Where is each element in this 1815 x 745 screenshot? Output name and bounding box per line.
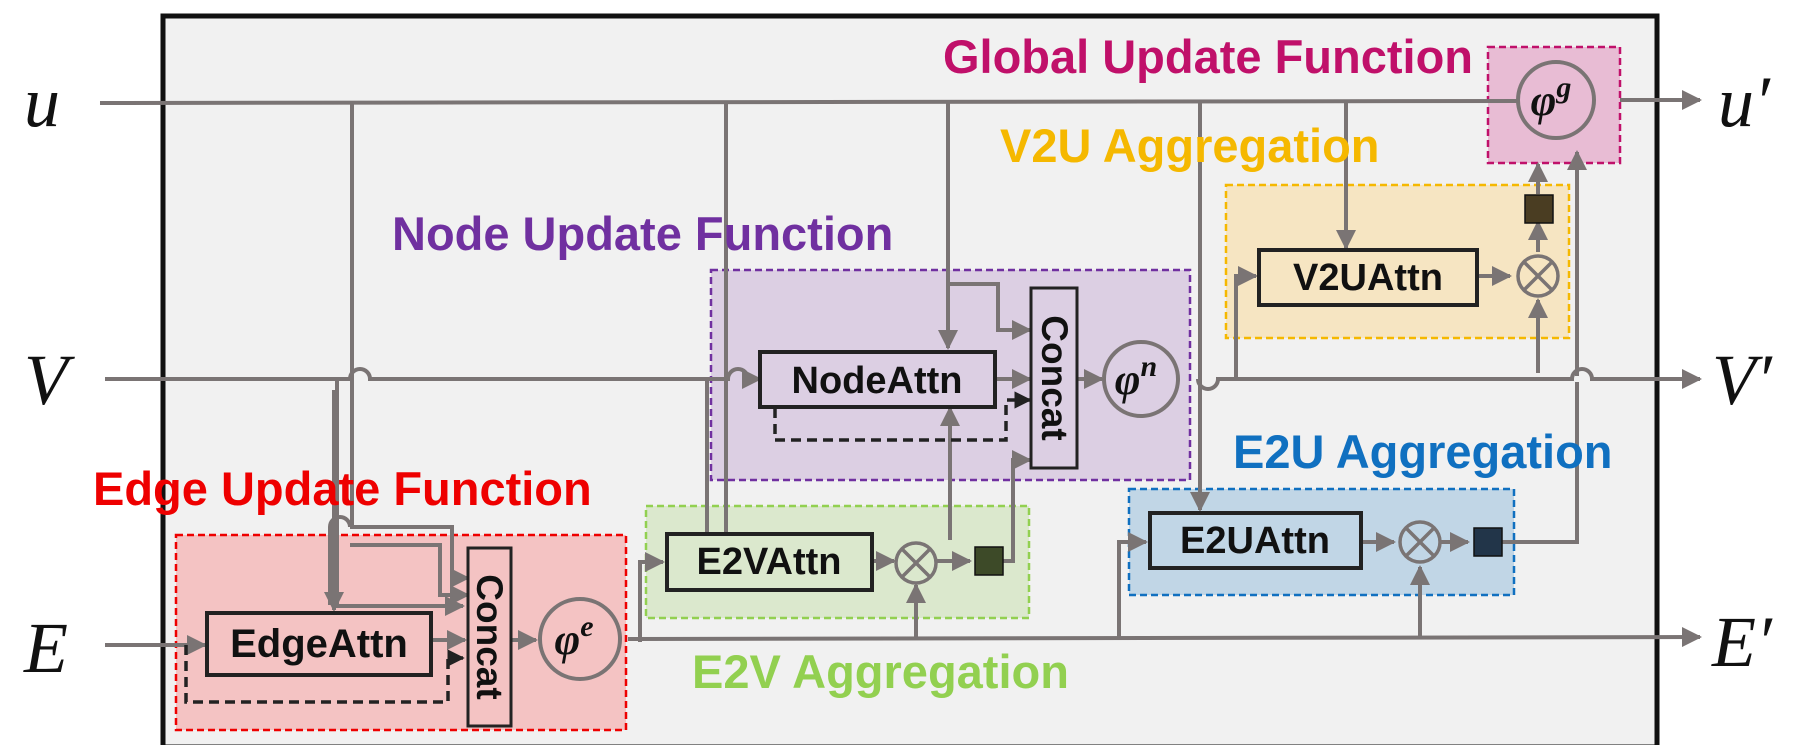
- output-e-label: E′: [1711, 602, 1773, 682]
- svg-text:φn: φn: [1115, 350, 1157, 404]
- phi-e-node: φe: [538, 597, 622, 681]
- e2v-attn-box: [665, 532, 874, 592]
- phi-g-node: φg: [1516, 60, 1596, 140]
- phi-e-sup: e: [580, 610, 593, 643]
- e2u-pool-square-icon: [1473, 527, 1503, 557]
- e2u-multiply-icon: [1398, 520, 1442, 564]
- e2v-multiply-icon: [894, 541, 938, 585]
- edge-concat-label: Concat: [469, 574, 510, 699]
- phi-n-base: φ: [1115, 355, 1141, 404]
- edge-attn-label: EdgeAttn: [230, 622, 408, 666]
- node-attn-box: [758, 350, 997, 409]
- svg-text:φe: φe: [554, 610, 593, 664]
- phi-g-sup: g: [1555, 71, 1571, 104]
- v2u-multiply-icon: [1516, 254, 1560, 298]
- phi-n-sup: n: [1141, 350, 1158, 383]
- connections: [99, 90, 1702, 655]
- e2v-pool-square-icon: [974, 546, 1004, 576]
- edge-update-title: Edge Update Function: [93, 462, 592, 515]
- e2u-aggregation-title: E2U Aggregation: [1233, 425, 1613, 478]
- svg-text:φg: φg: [1531, 71, 1572, 125]
- output-u-label: u′: [1718, 62, 1771, 142]
- global-update-title: Global Update Function: [943, 30, 1473, 83]
- e2v-attn-label: E2VAttn: [697, 541, 842, 583]
- e2u-attn-box: [1148, 511, 1363, 570]
- node-concat-box: [1029, 286, 1079, 470]
- input-v-label: V: [24, 340, 75, 420]
- input-u-label: u: [24, 62, 60, 142]
- node-attn-label: NodeAttn: [792, 360, 963, 402]
- edge-concat-box: [466, 546, 513, 728]
- phi-g-base: φ: [1531, 76, 1557, 125]
- node-concat-label: Concat: [1034, 315, 1075, 440]
- skip-connections: [184, 391, 1032, 704]
- phi-n-node: φn: [1102, 340, 1180, 418]
- edge-attn-box: [205, 611, 433, 677]
- v2u-attn-label: V2UAttn: [1293, 257, 1443, 299]
- output-v-label: V′: [1712, 340, 1773, 420]
- v2u-attn-box: [1257, 248, 1479, 307]
- e2u-attn-label: E2UAttn: [1180, 520, 1330, 562]
- v2u-pool-square-icon: [1524, 194, 1554, 224]
- e2v-aggregation-title: E2V Aggregation: [692, 645, 1069, 698]
- phi-e-base: φ: [554, 615, 580, 664]
- input-e-label: E: [23, 608, 68, 688]
- v2u-aggregation-title: V2U Aggregation: [1000, 119, 1380, 172]
- node-update-title: Node Update Function: [392, 207, 893, 260]
